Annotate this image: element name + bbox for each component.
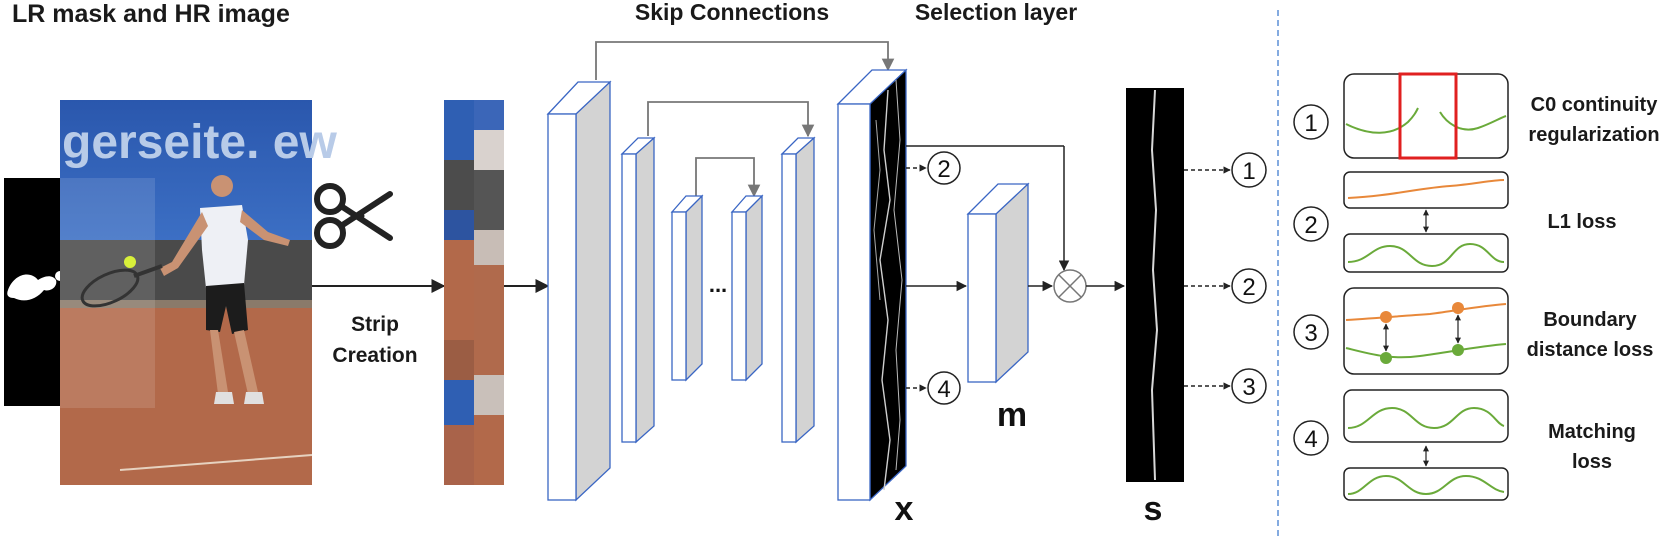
svg-text:regularization: regularization — [1528, 124, 1659, 146]
encoder-block-2 — [620, 136, 656, 444]
svg-text:3: 3 — [1304, 320, 1317, 347]
svg-text:2: 2 — [1242, 274, 1255, 301]
svg-text:loss: loss — [1572, 451, 1612, 473]
label-m: m — [997, 396, 1027, 434]
svg-text:1: 1 — [1304, 110, 1317, 137]
svg-text:1: 1 — [1242, 158, 1255, 185]
svg-text:L1 loss: L1 loss — [1548, 211, 1617, 233]
skip-connections-title: Skip Connections — [635, 0, 829, 25]
svg-text:4: 4 — [1304, 426, 1317, 453]
hr-image: gerseite. ew — [60, 100, 337, 485]
scissors-icon — [314, 183, 393, 249]
strip-label-line2: Creation — [332, 344, 417, 367]
loss-4: 4 Matching loss — [1293, 389, 1636, 501]
encoder-block-1 — [546, 80, 612, 502]
encoder-block-3 — [670, 194, 704, 382]
strip-image — [444, 100, 504, 485]
loss-3: 3 Boundary distance loss — [1293, 287, 1654, 375]
loss-2: 2 L1 loss — [1293, 171, 1617, 273]
svg-text:C0 continuity: C0 continuity — [1531, 94, 1659, 116]
input-title: LR mask and HR image — [12, 0, 290, 28]
decoder-block-2 — [780, 136, 816, 444]
photo-banner-text: gerseite. ew — [62, 116, 337, 169]
selection-layer-title: Selection layer — [915, 0, 1077, 25]
multiply-icon — [1053, 269, 1087, 303]
svg-text:2: 2 — [1304, 212, 1317, 239]
svg-text:distance loss: distance loss — [1527, 339, 1654, 361]
svg-text:Matching: Matching — [1548, 421, 1636, 443]
label-x: x — [895, 490, 914, 528]
svg-text:2: 2 — [937, 156, 950, 183]
tennis-player — [80, 175, 290, 404]
output-block-x — [836, 68, 908, 502]
svg-text:Boundary: Boundary — [1543, 309, 1637, 331]
skip-connections — [595, 41, 895, 198]
marker-2-after-x: 2 — [927, 151, 961, 185]
strip-label-line1: Strip — [351, 313, 399, 336]
output-strip-s — [1126, 88, 1184, 482]
marker-2-after-s: 2 — [1231, 268, 1267, 304]
svg-text:3: 3 — [1242, 374, 1255, 401]
selection-block-m — [966, 182, 1030, 384]
svg-text:4: 4 — [937, 376, 950, 403]
marker-3-after-s: 3 — [1231, 368, 1267, 404]
marker-1-after-s: 1 — [1231, 152, 1267, 188]
loss-1: 1 C0 continuity regularization — [1293, 72, 1660, 160]
label-s: s — [1144, 490, 1163, 528]
marker-4-after-x: 4 — [927, 371, 961, 405]
decoder-block-1 — [730, 194, 764, 382]
ellipsis: ... — [709, 272, 727, 297]
